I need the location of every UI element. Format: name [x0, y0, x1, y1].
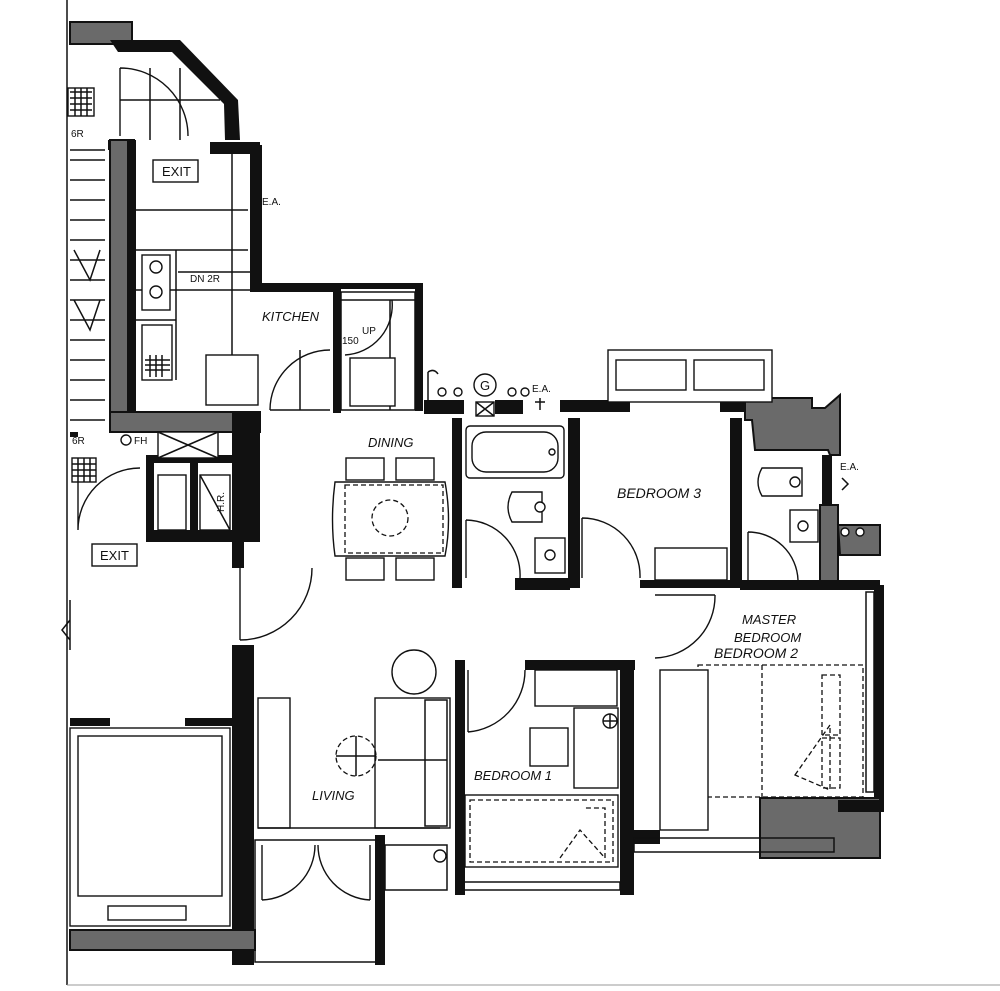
stair-treads [70, 149, 105, 421]
walls [69, 139, 884, 965]
room-label-bedroom3: BEDROOM 3 [617, 485, 701, 501]
sofa [374, 697, 451, 829]
bedroom-1: BEDROOM 1 [461, 669, 621, 891]
ea-note-right: E.A. [840, 462, 859, 473]
master-bed [697, 664, 864, 798]
room-label-master-line2: BEDROOM [734, 630, 801, 645]
gas-meter-label: G [480, 378, 490, 393]
hose-reel-label: H.R. [216, 492, 227, 512]
door-swing-balcony-right [317, 844, 371, 901]
stair-note-mid: 6R [72, 436, 85, 447]
master-bathroom: E.A. [747, 462, 865, 581]
living-area: LIVING [257, 649, 451, 901]
bed-bedroom1 [464, 794, 619, 868]
door-swing-master-bath [747, 531, 799, 581]
dining-table [331, 481, 450, 557]
toilet [507, 491, 543, 523]
washer [205, 354, 259, 406]
room-label-master-line1: MASTER [742, 612, 796, 627]
dimension-note: 150 [342, 336, 359, 347]
room-label-kitchen: KITCHEN [262, 309, 320, 324]
tv-cabinet [257, 697, 291, 829]
door-swing-main-entry [239, 567, 313, 641]
common-bathroom [465, 425, 566, 579]
fire-hose-label: FH [134, 436, 147, 447]
exit-sign-left: EXIT [100, 548, 129, 563]
room-label-bedroom1: BEDROOM 1 [474, 768, 552, 783]
stair-note-dn: DN 2R [190, 274, 220, 285]
stove-burner-icon [149, 260, 163, 274]
door-swing-master [654, 594, 716, 659]
master-bedroom: MASTER BEDROOM BEDROOM 2 [633, 591, 875, 853]
ea-note-top: E.A. [262, 197, 281, 208]
side-table [391, 649, 437, 695]
stair-block: 6R [67, 21, 260, 421]
dining-chair [395, 557, 435, 581]
door-swing-bedroom1 [467, 669, 526, 733]
exit-sign-top: EXIT [162, 164, 191, 179]
room-label-living: LIVING [312, 788, 355, 803]
door-swing-balcony-left [261, 844, 316, 901]
kitchen-sink [141, 324, 173, 381]
dining-chair [345, 457, 385, 481]
bedroom-3: BEDROOM 3 [581, 485, 728, 581]
gas-meter-icon [473, 373, 497, 397]
dining-chair [345, 557, 385, 581]
door-swing-pantry [344, 299, 393, 356]
kitchen-fixtures: EXIT DN 2R KITCHEN E.A. [136, 150, 331, 411]
entry: EXIT 6R FH H.R. [61, 431, 313, 927]
up-note: UP [362, 326, 376, 337]
dining-area: DINING [331, 435, 450, 581]
door-swing-bath [465, 519, 521, 579]
door-swing-stair-top [119, 67, 189, 137]
chair [529, 727, 569, 767]
stair-note-top: 6R [71, 129, 84, 140]
service-strip: G E.A. [427, 349, 773, 417]
ea-note-center: E.A. [532, 384, 551, 395]
door-swing-bedroom3 [581, 517, 641, 579]
dining-chair [395, 457, 435, 481]
room-label-bedroom2: BEDROOM 2 [714, 645, 798, 661]
fire-hose-icon [120, 434, 132, 446]
room-label-dining: DINING [368, 435, 414, 450]
pantry: UP 150 [340, 291, 416, 411]
stove-burner-icon [149, 285, 163, 299]
master-toilet [757, 467, 803, 497]
